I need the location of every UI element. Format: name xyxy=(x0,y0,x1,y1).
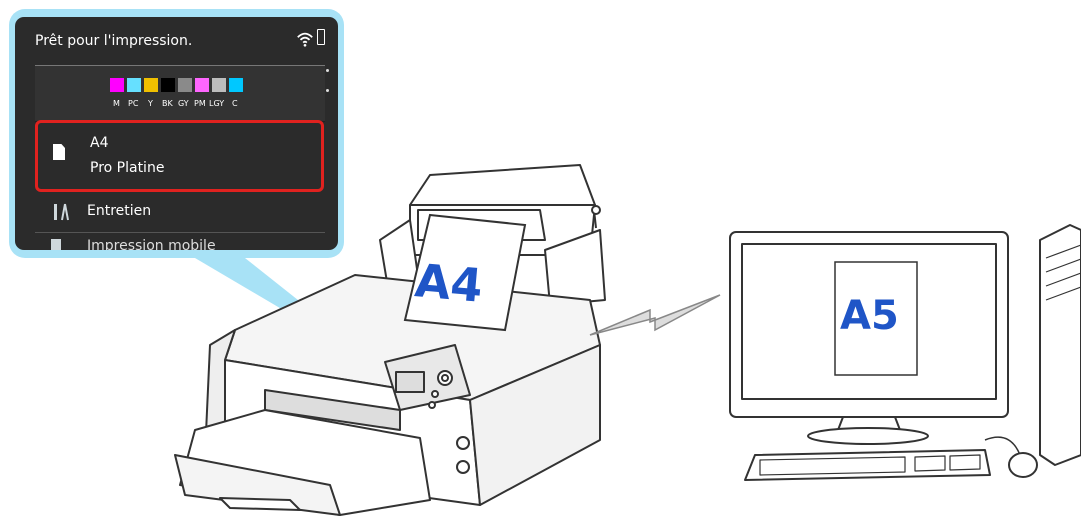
mobile-print-menu-item[interactable]: Impression mobile xyxy=(35,233,325,250)
lcd-status-bar: Prêt pour l'impression. xyxy=(15,17,338,62)
maintenance-label: Entretien xyxy=(87,203,151,219)
ink-label-lgy: LGY xyxy=(209,99,224,108)
lcd-status-text: Prêt pour l'impression. xyxy=(35,33,192,49)
ink-levels-item[interactable]: M PC Y BK GY PM LGY C xyxy=(35,65,325,122)
ink-swatch-c xyxy=(229,78,243,92)
paper-size-label: A4 xyxy=(90,135,108,151)
ink-label-pc: PC xyxy=(128,99,138,108)
ink-swatch-pc xyxy=(127,78,141,92)
paper-settings-item[interactable]: A4 Pro Platine xyxy=(35,120,324,192)
paper-icon xyxy=(53,144,65,160)
ink-swatch-m xyxy=(110,78,124,92)
wireless-signal-icon xyxy=(590,295,720,335)
printer-paper-label: A4 xyxy=(413,253,485,313)
maintenance-tools-icon xyxy=(51,202,71,222)
ink-swatch-pm xyxy=(195,78,209,92)
ink-swatch-y xyxy=(144,78,158,92)
ink-label-pm: PM xyxy=(194,99,206,108)
ink-label-c: C xyxy=(232,99,238,108)
wifi-icon xyxy=(296,30,314,48)
screen-paper-label: A5 xyxy=(840,293,899,339)
battery-icon xyxy=(317,29,325,45)
ink-label-y: Y xyxy=(148,99,153,108)
ink-swatch-bk xyxy=(161,78,175,92)
ink-swatch-gy xyxy=(178,78,192,92)
scroll-indicator xyxy=(326,69,329,72)
maintenance-menu-item[interactable]: Entretien xyxy=(35,192,325,233)
printer-lcd-panel: Prêt pour l'impression. M PC Y BK GY PM … xyxy=(15,17,338,250)
ink-label-m: M xyxy=(113,99,120,108)
ink-swatch-lgy xyxy=(212,78,226,92)
scroll-indicator xyxy=(326,89,329,92)
paper-type-label: Pro Platine xyxy=(90,160,164,176)
ink-label-gy: GY xyxy=(178,99,189,108)
ink-label-bk: BK xyxy=(162,99,173,108)
mobile-print-label: Impression mobile xyxy=(87,238,216,250)
phone-icon xyxy=(51,239,61,250)
